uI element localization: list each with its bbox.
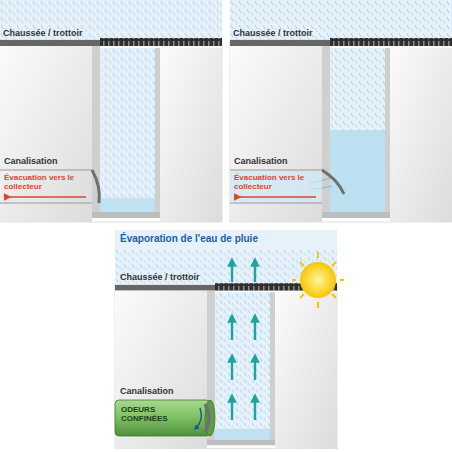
surface-label: Chaussée / trottoir xyxy=(233,28,353,38)
odour-label: ODEURS CONFINÉES xyxy=(121,405,193,423)
flow-label: Évacuation vers le collecteur xyxy=(4,173,84,191)
pipe-label: Canalisation xyxy=(4,156,90,166)
pipe-label: Canalisation xyxy=(120,386,206,396)
surface-label: Chaussée / trottoir xyxy=(3,28,123,38)
flow-label: Évacuation vers le collecteur xyxy=(234,173,314,191)
surface-label: Chaussée / trottoir xyxy=(120,272,230,282)
evaporation-title: Évaporation de l'eau de pluie xyxy=(120,233,290,245)
pipe-label: Canalisation xyxy=(234,156,320,166)
